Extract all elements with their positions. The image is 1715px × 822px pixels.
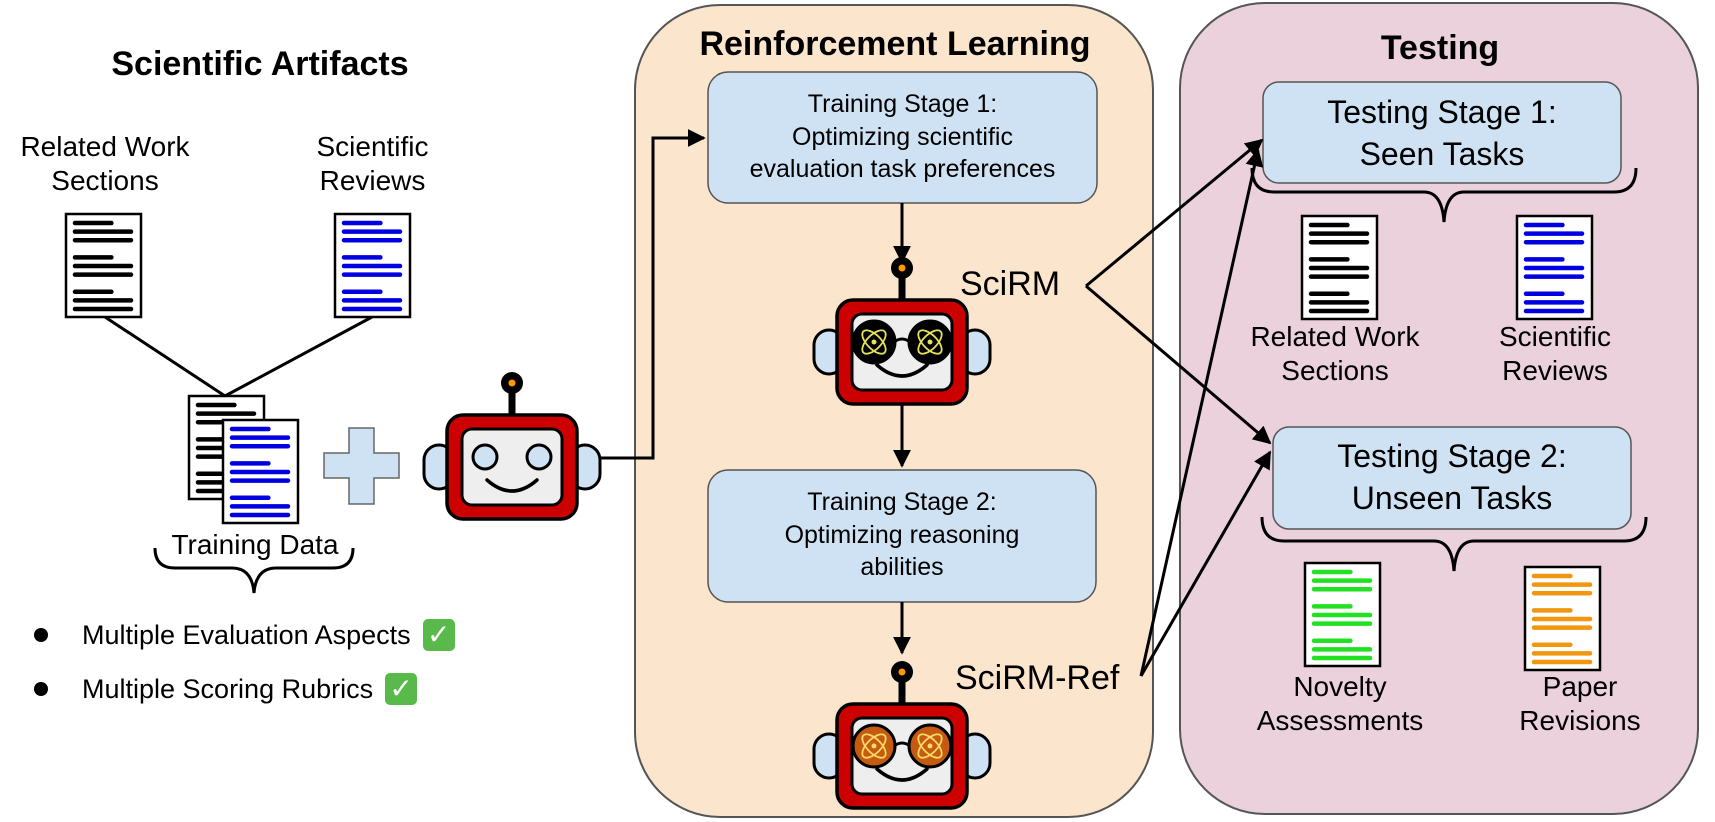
training-data-properties: Multiple Evaluation Aspects ✓ Multiple S… [30, 608, 455, 716]
stage-line: Testing Stage 1: [1327, 94, 1557, 130]
atom-orbit-icon [917, 733, 943, 759]
bullet-text: Multiple Scoring Rubrics [82, 673, 374, 704]
testing-stage-2-box [1272, 426, 1632, 530]
testing-stage-1-box [1262, 81, 1622, 184]
novelty-document-icon [1303, 561, 1382, 668]
label-line: Scientific [316, 131, 429, 162]
rl-panel [634, 4, 1154, 818]
testing-title: Testing [1380, 29, 1500, 67]
label-line: Reviews [1502, 354, 1608, 386]
label-line: Related Work [1250, 321, 1420, 352]
scirm-robot-icon [812, 257, 992, 406]
unseen-tasks-brace [1260, 516, 1648, 572]
training-stage-2-text: Training Stage 2: Optimizing reasoning a… [708, 486, 1096, 584]
scirmref-to-test1-arrow [1139, 148, 1264, 677]
scirm-to-test2-arrow [1085, 284, 1272, 445]
atom-orbit-icon [917, 329, 943, 355]
atom-nucleus-icon [927, 743, 933, 749]
bullet-dot [34, 628, 48, 642]
base-to-stage1-arrow [600, 129, 706, 460]
robot-smile [875, 767, 929, 782]
seen-related-work-label: Related Work Sections [1230, 320, 1440, 387]
seen-related-work-document-icon [1300, 214, 1379, 321]
scirm-ref-robot-icon [812, 661, 992, 810]
label-line: Paper [1542, 671, 1618, 702]
related-work-document-icon [64, 212, 143, 319]
atom-nucleus-icon [871, 339, 877, 345]
reviews-document-icon [333, 212, 412, 319]
robot-eye-right [525, 443, 553, 471]
label-line: Novelty [1293, 671, 1387, 702]
label-line: Related Work [20, 131, 190, 162]
training-data-label: Training Data [171, 529, 339, 560]
atom-orbit-icon [861, 733, 887, 759]
atom-nucleus-icon [871, 743, 877, 749]
antenna-light [898, 668, 906, 676]
rl-title: Reinforcement Learning [699, 25, 1091, 63]
label-line: Sections [1281, 354, 1389, 386]
unseen-novelty-label: Novelty Assessments [1240, 670, 1440, 737]
training-data-brace [153, 547, 355, 594]
label-line: Sections [51, 164, 159, 196]
plus-icon [323, 427, 400, 505]
robot-smile [485, 478, 539, 493]
atom-orbit-icon [861, 329, 887, 355]
bullet-item: Multiple Evaluation Aspects ✓ [30, 608, 455, 662]
scirmref-to-test2-arrow [1139, 450, 1272, 677]
atom-nucleus-icon [927, 339, 933, 345]
check-icon: ✓ [385, 673, 418, 705]
scirm-label: SciRM [960, 265, 1061, 303]
antenna-light [508, 379, 516, 387]
scirm-ref-label: SciRM-Ref [955, 659, 1120, 697]
check-icon: ✓ [422, 619, 455, 651]
stage-line: Unseen Tasks [1351, 479, 1553, 516]
training-doc-front-icon [221, 418, 300, 525]
artifacts-title: Scientific Artifacts [111, 45, 409, 83]
bullet-dot [34, 682, 48, 696]
robot-eye-left [471, 443, 499, 471]
seen-reviews-label: Scientific Reviews [1465, 320, 1645, 387]
atom-orbit-icon [917, 733, 943, 759]
label-line: Assessments [1256, 704, 1424, 736]
stage-line: Training Stage 2: [807, 488, 997, 516]
base-robot-icon [422, 372, 602, 521]
atom-orbit-icon [861, 329, 887, 355]
bullet-item: Multiple Scoring Rubrics ✓ [30, 662, 455, 716]
atom-orbit-icon [861, 733, 887, 759]
stage-line: evaluation task preferences [749, 155, 1056, 183]
atom-orbit-icon [917, 329, 943, 355]
stage-line: Training Stage 1: [807, 90, 998, 118]
revisions-document-icon [1523, 565, 1602, 672]
training-stage-1-text: Training Stage 1: Optimizing scientific … [708, 88, 1097, 186]
connector-reviews [224, 315, 373, 398]
label-line: Reviews [319, 164, 426, 196]
stage-line: Optimizing scientific [792, 122, 1013, 151]
seen-reviews-document-icon [1515, 214, 1594, 321]
source-reviews-label: Scientific Reviews [280, 130, 465, 197]
unseen-revisions-label: Paper Revisions [1490, 670, 1670, 737]
label-line: Scientific [1498, 321, 1612, 352]
scirm-to-test1-arrow [1085, 138, 1264, 288]
bullet-text: Multiple Evaluation Aspects [82, 619, 411, 650]
seen-tasks-brace [1250, 167, 1638, 223]
source-related-work-label: Related Work Sections [0, 130, 210, 197]
connector-related-work [104, 315, 226, 398]
antenna-light [898, 264, 906, 272]
stage-line: Optimizing reasoning [784, 520, 1020, 549]
stage-line: Seen Tasks [1359, 135, 1525, 172]
stage-line: abilities [860, 553, 944, 581]
testing-stage-2-text: Testing Stage 2: Unseen Tasks [1273, 436, 1631, 519]
stage-line: Testing Stage 2: [1337, 438, 1567, 474]
robot-smile [875, 363, 929, 378]
testing-stage-1-text: Testing Stage 1: Seen Tasks [1263, 92, 1621, 175]
label-line: Revisions [1519, 704, 1641, 736]
